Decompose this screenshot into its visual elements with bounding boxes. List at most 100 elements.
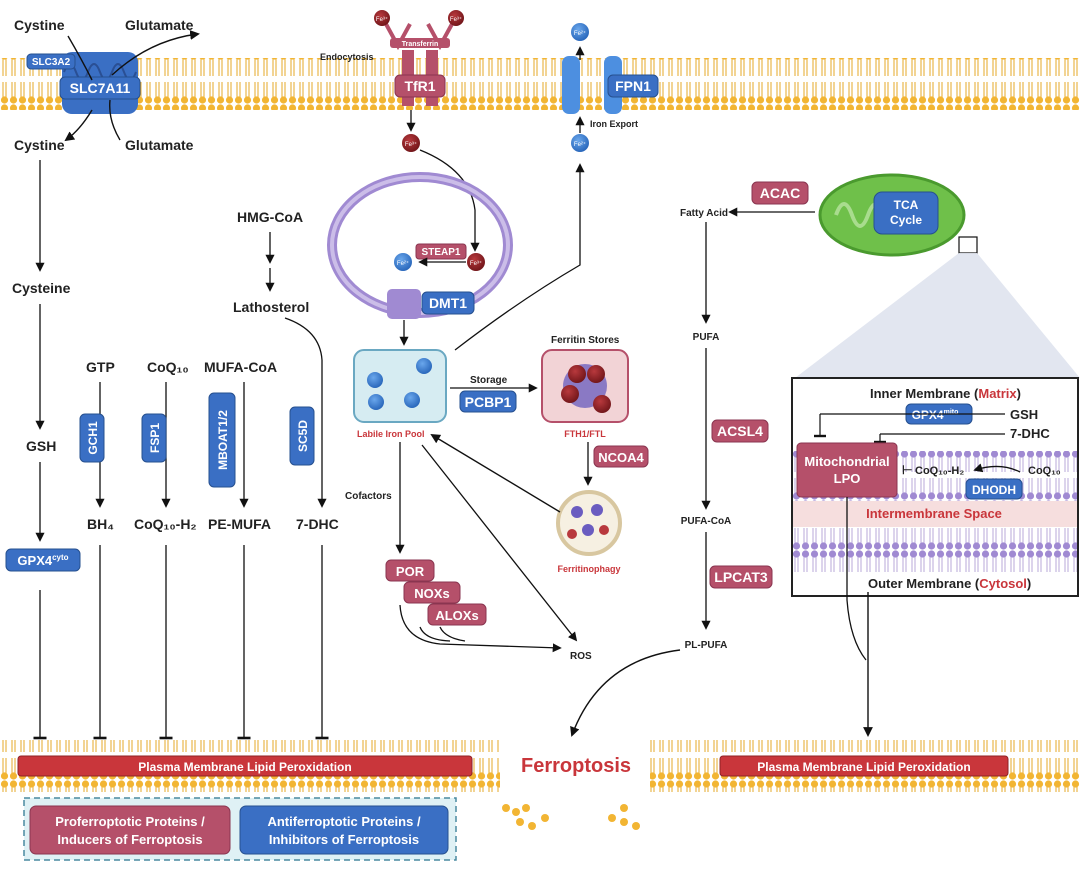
steap1-badge [415, 243, 467, 260]
fe2-ion [571, 134, 589, 152]
plasma-lpo-right [719, 755, 1009, 777]
7dhc-label: 7-DHC [296, 516, 339, 532]
bh4-label: BH₄ [87, 516, 114, 532]
fe3-text: Fe³⁺ [450, 16, 462, 23]
mito-lpo-label-2: LPO [834, 471, 861, 486]
coq10-label: CoQ₁₀ [147, 359, 189, 375]
dmt1-badge [421, 291, 475, 315]
legend-pro-line2: Inducers of Ferroptosis [57, 832, 202, 847]
fe3-text: Fe³⁺ [376, 16, 388, 23]
lpcat3-badge [709, 565, 773, 589]
fe3-text: Fe³⁺ [470, 260, 482, 267]
pufa-coa-label: PUFA-CoA [681, 516, 732, 527]
outer-membrane-label: Outer Membrane (Cytosol) [868, 576, 1031, 591]
fe3-ion [374, 10, 390, 26]
inhibit-mark: ⊢ [902, 463, 912, 477]
fe2-text: Fe²⁺ [574, 30, 586, 37]
noxs-label: NOXs [414, 586, 449, 601]
slc7a11-label: SLC7A11 [70, 80, 131, 96]
glutamate-extracellular: Glutamate [125, 17, 194, 33]
tca-label-1: TCA [894, 198, 919, 212]
legend-pro-line1: Proferroptotic Proteins / [55, 814, 205, 829]
pcbp1-label: PCBP1 [465, 394, 512, 410]
intermembrane-space-band [793, 501, 1077, 527]
mboat-label: MBOAT1/2 [216, 410, 230, 470]
tfr1-label: TfR1 [404, 78, 435, 94]
tca-cycle-badge [873, 191, 939, 235]
fatty-acid-label: Fatty Acid [680, 208, 728, 219]
aloxs-label: ALOXs [435, 608, 478, 623]
gsh-mito-label: GSH [1010, 407, 1038, 422]
lipid-fragments [502, 804, 640, 830]
lpcat3-label: LPCAT3 [714, 569, 768, 585]
ncoa4-badge [593, 445, 649, 468]
legend-pro-badge [29, 805, 231, 855]
fsp1-badge [141, 413, 167, 463]
fpn1-label: FPN1 [615, 78, 651, 94]
fe2-text: Fe²⁺ [397, 260, 409, 267]
plasma-lpo-left-label: Plasma Membrane Lipid Peroxidation [138, 760, 351, 774]
acac-label: ACAC [760, 185, 800, 201]
slc3a2-badge [26, 53, 76, 70]
fe3-text: Fe³⁺ [405, 141, 417, 148]
gpx4-mito-label: GPX4mito [912, 408, 959, 422]
glutamate-intracellular: Glutamate [125, 137, 194, 153]
outer-mito-membrane [793, 527, 1077, 573]
autophagosome [556, 490, 622, 556]
plasma-membrane-top [0, 58, 1080, 110]
inner-membrane-label: Inner Membrane (Matrix) [870, 386, 1021, 401]
fe2-text: Fe²⁺ [574, 141, 586, 148]
ros-label: ROS [570, 651, 592, 662]
fe3-ion [448, 10, 464, 26]
lathosterol-label: Lathosterol [233, 299, 309, 315]
slc7a11-badge [59, 76, 141, 100]
iron-export-label: Iron Export [590, 119, 638, 129]
sc5d-label: SC5D [296, 420, 310, 452]
hmg-coa-label: HMG-CoA [237, 209, 303, 225]
fe2-ion [571, 23, 589, 41]
dmt1-label: DMT1 [429, 295, 467, 311]
gpx4-cyto-badge [5, 548, 81, 572]
labile-iron-pool-label: Labile Iron Pool [357, 429, 425, 439]
gch1-badge [79, 413, 105, 463]
cystine-extracellular: Cystine [14, 17, 65, 33]
intermembrane-space-label: Intermembrane Space [866, 506, 1002, 521]
slc3a2-label: SLC3A2 [32, 57, 71, 68]
fe2-ion [368, 394, 384, 410]
zoom-indicator [958, 236, 978, 254]
storage-label: Storage [470, 375, 508, 386]
coq10h2-label: CoQ₁₀-H₂ [134, 516, 197, 532]
acsl4-badge [711, 419, 769, 443]
cystine-intracellular: Cystine [14, 137, 65, 153]
fe2-ion [394, 253, 412, 271]
legend-anti-line2: Inhibitors of Ferroptosis [269, 832, 419, 847]
fe2-ion [416, 358, 432, 374]
fsp1-label: FSP1 [148, 423, 162, 453]
legend-anti-badge [239, 805, 449, 855]
legend-anti-line1: Antiferroptotic Proteins / [267, 814, 421, 829]
ncoa4-label: NCOA4 [598, 450, 644, 465]
dhodh-badge [965, 478, 1023, 500]
aloxs-badge [427, 603, 487, 626]
pl-pufa-label: PL-PUFA [685, 640, 728, 651]
labile-iron-pool-box [353, 349, 447, 423]
noxs-badge [403, 581, 461, 604]
zoom-cone [795, 253, 1080, 378]
tfr1-badge [394, 74, 446, 98]
pcbp1-badge [459, 390, 517, 413]
fth1-ftl-label: FTH1/FTL [564, 429, 606, 439]
mito-lpo-label-1: Mitochondrial [804, 454, 889, 469]
gtp-label: GTP [86, 359, 115, 375]
mufa-coa-label: MUFA-CoA [204, 359, 277, 375]
ferritinophagy-label: Ferritinophagy [557, 564, 620, 574]
acsl4-label: ACSL4 [717, 423, 763, 439]
coq10h2-mito-label: CoQ₁₀-H₂ [915, 465, 964, 477]
fe2-ion [404, 392, 420, 408]
sc5d-badge [289, 406, 315, 466]
tca-label-2: Cycle [890, 213, 922, 227]
pufa-label: PUFA [693, 332, 720, 343]
dmt1-channel [387, 289, 421, 319]
7dhc-mito-label: 7-DHC [1010, 426, 1050, 441]
gch1-label: GCH1 [86, 421, 100, 455]
